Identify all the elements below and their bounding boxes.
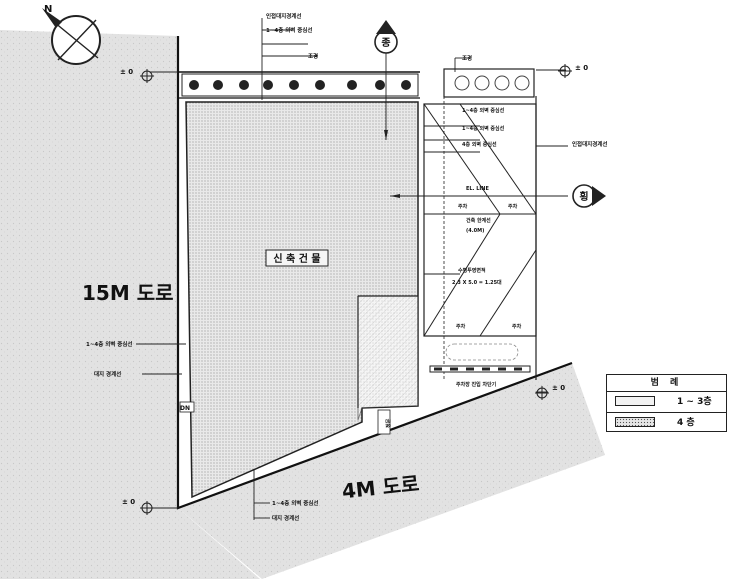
annotation-bottom-2: 대지 경계선 — [272, 514, 299, 522]
elev-top-left: ± 0 — [120, 68, 133, 76]
elevation-marker-lower-right — [535, 386, 549, 400]
elev-bottom: ± 0 — [122, 498, 135, 506]
annotation-el-line: EL. LINE — [466, 186, 489, 192]
building-label: 신 축 건 물 — [273, 252, 320, 265]
barrier-strip — [429, 365, 531, 373]
elevation-marker-top-right — [558, 64, 572, 78]
annotation-parking-formula: 2.3 X 5.0 = 1.25대 — [452, 279, 502, 286]
annotation-parking-1: 주차 — [458, 203, 468, 210]
annotation-top-1: 인접대지경계선 — [266, 12, 301, 20]
annotation-right-top: 조경 — [462, 54, 472, 62]
parking-area — [423, 103, 537, 337]
legend-swatch-dots — [615, 417, 655, 427]
annotation-right-2: 1~4층 외벽 중심선 — [462, 125, 505, 132]
legend-swatch-light — [615, 396, 655, 406]
elev-lower-right: ± 0 — [552, 384, 565, 392]
annotation-top-2: 1~4층 외벽 중심선 — [266, 26, 312, 34]
shrubs — [189, 80, 411, 90]
annotation-gate: 정문 — [385, 418, 392, 428]
section-marker-right — [572, 184, 606, 208]
annotation-corner: DN — [180, 405, 190, 412]
annotation-projection: 수평투영면적 — [458, 267, 486, 274]
building-label-box — [265, 249, 329, 267]
annotation-boundary: 인접대지경계선 — [572, 140, 607, 148]
annotation-parking-4: 주차 — [512, 323, 522, 330]
elevation-marker-top-left — [140, 69, 154, 83]
annotation-top-3: 조경 — [308, 52, 318, 60]
elev-top-right: ± 0 — [575, 64, 588, 72]
legend-label-4f: 4 층 — [677, 418, 695, 428]
road-west-label: 15M 도로 — [82, 281, 174, 305]
annotation-bottom-1: 1~4층 외벽 중심선 — [272, 499, 318, 507]
section-marker-top — [374, 20, 398, 54]
legend-row-4f: 4 층 — [607, 413, 726, 433]
west-road — [0, 30, 260, 579]
elevation-marker-bottom — [140, 501, 154, 515]
legend-label-1-3f: 1 ~ 3층 — [677, 397, 712, 407]
annotation-right-3: 4층 외벽 중심선 — [462, 141, 497, 148]
south-road — [178, 363, 605, 579]
section-right-label: 횡 — [579, 190, 588, 203]
annotation-parking-3: 주차 — [456, 323, 466, 330]
legend-row-1-3f: 1 ~ 3층 — [607, 392, 726, 413]
landscape-strip-top — [181, 73, 419, 97]
annotation-4m: (4.0M) — [466, 228, 484, 234]
annotation-left-1: 1~4층 외벽 중심선 — [86, 340, 132, 348]
legend: 범 례 1 ~ 3층 4 층 — [606, 374, 727, 432]
section-top-label: 종 — [381, 37, 390, 49]
north-arrow — [42, 8, 101, 65]
annotation-left-2: 대지 경계선 — [94, 370, 121, 378]
annotation-building-limit: 건축 한계선 — [466, 217, 491, 224]
legend-title: 범 례 — [607, 375, 726, 392]
building-lower-wing — [357, 295, 419, 421]
annotation-barrier: 주차장 진입 차단기 — [456, 381, 497, 388]
north-label: N — [44, 4, 52, 15]
annotation-parking-2: 주차 — [508, 203, 518, 210]
annotation-right-1: 1~4층 외벽 중심선 — [462, 107, 505, 114]
